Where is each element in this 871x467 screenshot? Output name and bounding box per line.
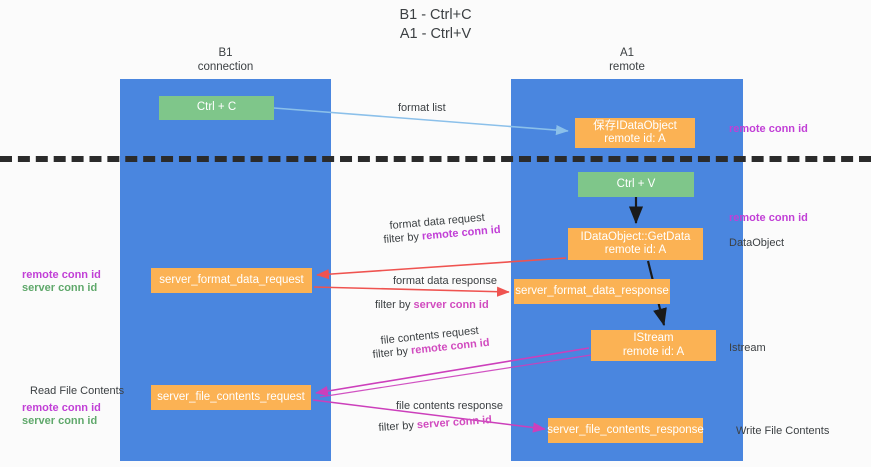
node-server-format-data-request-label: server_format_data_request bbox=[159, 273, 304, 286]
node-ctrl-v-label: Ctrl + V bbox=[616, 177, 656, 190]
node-istream[interactable]: IStream remote id: A bbox=[591, 330, 716, 361]
node-server-file-contents-response[interactable]: server_file_contents_response bbox=[547, 418, 704, 443]
lane-header-b1: B1 connection bbox=[120, 47, 331, 74]
filter-key-server-conn-id: server conn id bbox=[413, 299, 489, 311]
annotation-left-remote-conn-id-bottom: remote conn id bbox=[22, 402, 101, 414]
node-idataobject-getdata-line1: IDataObject::GetData bbox=[580, 230, 691, 243]
edge-label-file-contents-response: file contents response bbox=[396, 400, 504, 412]
phase-divider bbox=[0, 156, 871, 162]
node-istream-line1: IStream bbox=[633, 332, 674, 344]
lane-header-a1-subtitle: remote bbox=[609, 60, 645, 73]
diagram-title-line-1: B1 - Ctrl+C bbox=[399, 7, 472, 23]
node-server-format-data-response-label: server_format_data_response bbox=[515, 284, 669, 297]
filter-key-server-conn-id: server conn id bbox=[416, 414, 493, 432]
node-save-idataobject-line2: remote id: A bbox=[604, 133, 666, 145]
edge-label-format-data-response: format data response bbox=[393, 275, 497, 287]
lane-header-a1-title: A1 bbox=[619, 47, 635, 59]
annotation-istream: Istream bbox=[729, 342, 766, 354]
annotation-write-file-contents: Write File Contents bbox=[736, 425, 830, 437]
annotation-left-server-conn-id-mid: server conn id bbox=[22, 282, 98, 294]
node-server-format-data-request[interactable]: server_format_data_request bbox=[151, 268, 312, 293]
annotation-remote-conn-id-top: remote conn id bbox=[729, 123, 808, 135]
filter-prefix: filter by bbox=[372, 344, 412, 361]
filter-prefix: filter by bbox=[383, 230, 423, 246]
diagram-title: B1 - Ctrl+C A1 - Ctrl+V bbox=[0, 6, 871, 44]
edge-label-format-list: format list bbox=[398, 102, 446, 114]
filter-prefix: filter by bbox=[378, 419, 418, 434]
edge-label-file-contents-response-filter: filter by server conn id bbox=[378, 413, 492, 435]
lane-header-b1-subtitle: connection bbox=[197, 60, 254, 73]
node-ctrl-v[interactable]: Ctrl + V bbox=[578, 172, 694, 197]
annotation-remote-conn-id-mid: remote conn id bbox=[729, 212, 808, 224]
filter-prefix: filter by bbox=[375, 299, 414, 311]
node-istream-line2: remote id: A bbox=[622, 345, 685, 358]
node-server-format-data-response[interactable]: server_format_data_response bbox=[514, 279, 670, 304]
node-ctrl-c-label: Ctrl + C bbox=[196, 101, 237, 114]
node-ctrl-c[interactable]: Ctrl + C bbox=[159, 96, 274, 120]
node-save-idataobject-line1: 保存IDataObject bbox=[593, 119, 677, 132]
annotation-left-remote-conn-id-mid: remote conn id bbox=[22, 269, 101, 281]
edge-label-format-data-response-filter: filter by server conn id bbox=[375, 298, 489, 312]
node-server-file-contents-request[interactable]: server_file_contents_request bbox=[151, 385, 311, 410]
lane-header-b1-title: B1 bbox=[218, 47, 233, 59]
node-save-idataobject[interactable]: 保存IDataObject remote id: A bbox=[575, 118, 695, 148]
annotation-dataobject: DataObject bbox=[729, 237, 785, 249]
node-server-file-contents-request-label: server_file_contents_request bbox=[157, 390, 305, 403]
diagram-title-line-2: A1 - Ctrl+V bbox=[399, 26, 472, 42]
annotation-read-file-contents: Read File Contents bbox=[30, 385, 125, 397]
node-idataobject-getdata-line2: remote id: A bbox=[604, 244, 667, 256]
lane-header-a1: A1 remote bbox=[511, 47, 743, 74]
node-server-file-contents-response-label: server_file_contents_response bbox=[547, 423, 704, 436]
annotation-left-server-conn-id-bottom: server conn id bbox=[22, 415, 98, 427]
node-idataobject-getdata[interactable]: IDataObject::GetData remote id: A bbox=[568, 228, 703, 260]
